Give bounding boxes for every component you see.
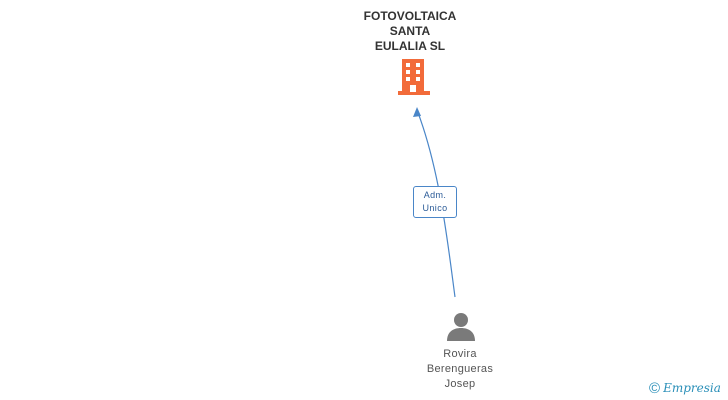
role-label[interactable]: Adm. Unico: [413, 186, 457, 218]
brand-name: Empresia: [663, 381, 721, 395]
company-name-line: FOTOVOLTAICA: [363, 9, 457, 23]
building-icon[interactable]: [398, 59, 430, 95]
arrowhead: [413, 107, 421, 117]
copyright-icon: ©: [649, 379, 661, 397]
company-name-line: SANTA: [389, 24, 431, 38]
person-name[interactable]: Rovira Berengueras Josep: [400, 347, 520, 392]
company-name[interactable]: FOTOVOLTAICA SANTA EULALIA SL: [330, 9, 490, 54]
brand-logo: © Empresia: [649, 379, 721, 397]
person-icon[interactable]: [446, 311, 476, 341]
role-label-line: Adm.: [423, 190, 447, 200]
company-name-line: EULALIA SL: [374, 39, 446, 53]
role-label-line: Unico: [422, 203, 448, 213]
person-name-line: Josep: [444, 378, 476, 390]
person-name-line: Berengueras: [426, 363, 494, 375]
person-name-line: Rovira: [443, 348, 477, 360]
